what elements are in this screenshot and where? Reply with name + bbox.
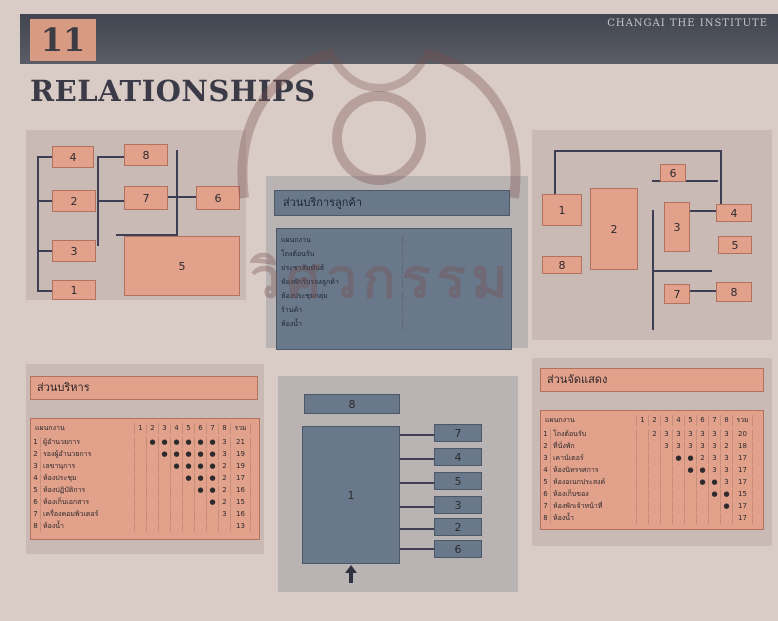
cb-side-node: 7	[434, 424, 482, 442]
tr-node: 1	[542, 194, 582, 226]
tl-node: 3	[52, 240, 96, 262]
tl-node: 8	[124, 144, 168, 166]
up-arrow-icon	[344, 564, 358, 584]
top-right-diagram: 1 2 3 6 4 5 8 7 8	[532, 130, 772, 340]
tl-node: 1	[52, 280, 96, 300]
tr-node: 2	[590, 188, 638, 270]
tl-node: 2	[52, 190, 96, 212]
tr-node: 3	[664, 202, 690, 252]
tr-node: 6	[660, 164, 686, 182]
cb-side-node: 6	[434, 540, 482, 558]
cb-side-node: 5	[434, 472, 482, 490]
tl-node: 5	[124, 236, 240, 296]
cb-side-node: 2	[434, 518, 482, 536]
cb-main-node: 1	[302, 426, 400, 564]
watermark: วิศวกรรม	[250, 235, 513, 321]
tl-node: 7	[124, 186, 168, 210]
left-bottom-label: ส่วนบริหาร	[30, 376, 258, 400]
left-bottom-table: แผนกงาน 1 2 3 4 5 6 7 8 รวม 1 ผู้อำนวยกา…	[30, 418, 260, 540]
top-left-diagram: 4 8 2 7 6 3 5 1	[26, 130, 246, 300]
right-bottom-table: แผนกงาน 1 2 3 4 5 6 7 8 รวม 1 โถงต้อนรับ…	[540, 410, 764, 530]
tl-node: 4	[52, 146, 94, 168]
header-right-text: CHANGAI THE INSTITUTE	[607, 18, 768, 30]
cb-side-node: 3	[434, 496, 482, 514]
tr-node: 8	[542, 256, 582, 274]
chapter-number: 11	[30, 19, 96, 61]
tr-node: 8	[716, 282, 752, 302]
tr-node: 7	[664, 284, 690, 304]
tr-node: 5	[718, 236, 752, 254]
watermark-seal-icon	[214, 28, 544, 218]
right-bottom-label: ส่วนจัดแสดง	[540, 368, 764, 392]
tr-node: 4	[716, 204, 752, 222]
cb-side-node: 4	[434, 448, 482, 466]
cb-top-node: 8	[304, 394, 400, 414]
